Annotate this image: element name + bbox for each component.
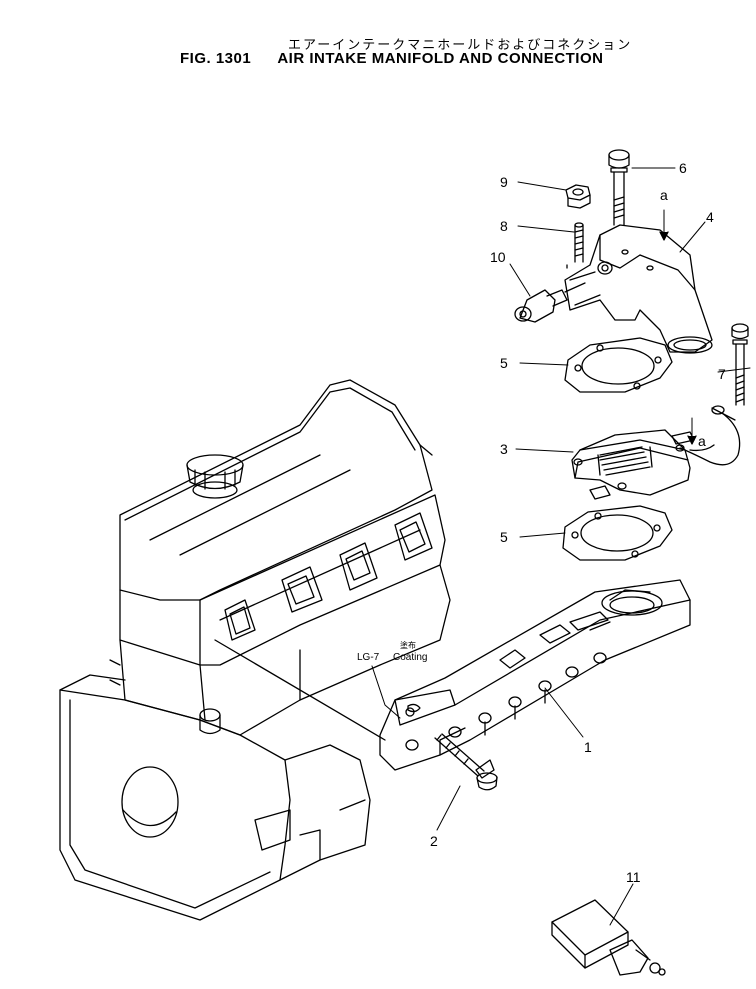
manifold-bolt	[434, 733, 498, 791]
figure-title-japanese: エアーインテークマニホールドおよびコネクション	[288, 38, 633, 53]
figure-number: FIG. 1301	[180, 50, 252, 67]
stud-bolt	[574, 222, 584, 263]
spanner-tool	[551, 899, 666, 976]
intake-manifold	[379, 579, 691, 771]
intake-heater	[571, 429, 715, 500]
callout-7: 7	[718, 366, 726, 382]
callout-5-upper: 5	[500, 355, 508, 371]
leader-10	[509, 263, 531, 297]
callout-8: 8	[500, 218, 508, 234]
callout-2: 2	[430, 833, 438, 849]
callout-1: 1	[584, 739, 592, 755]
figure-title: FIG. 1301 AIR INTAKE MANIFOLD AND CONNEC…	[180, 50, 603, 67]
leader-8	[517, 225, 575, 233]
gasket-upper	[564, 337, 673, 393]
leader-4	[679, 221, 706, 253]
leader-5b	[519, 532, 566, 538]
heater-bolt	[731, 323, 749, 406]
leader-3	[515, 448, 574, 453]
leader-5a	[519, 362, 569, 366]
gasket-lower	[562, 505, 673, 561]
hex-nut	[565, 184, 591, 269]
arrow-a-top-label: a	[660, 187, 668, 203]
callout-10: 10	[490, 249, 506, 265]
connection-bolt	[608, 149, 630, 226]
arrow-a-side-label: a	[698, 433, 706, 449]
leader-9	[517, 181, 567, 191]
callout-9: 9	[500, 174, 508, 190]
terminal-wire	[679, 405, 741, 466]
leader-1	[544, 687, 584, 738]
leader-7	[717, 367, 751, 373]
engine-block-drawing	[59, 379, 451, 921]
coating-label: Coating	[393, 652, 427, 663]
air-sensor	[514, 282, 586, 323]
callout-5-lower: 5	[500, 529, 508, 545]
callout-4: 4	[706, 209, 714, 225]
callout-11: 11	[626, 869, 641, 885]
figure-title-english: AIR INTAKE MANIFOLD AND CONNECTION	[277, 50, 604, 67]
callout-3: 3	[500, 441, 508, 457]
coating-code: LG-7	[357, 652, 380, 663]
leader-lines	[371, 167, 751, 926]
leader-coating	[371, 665, 401, 719]
leader-2	[436, 785, 461, 831]
leader-11	[609, 883, 634, 926]
callout-6: 6	[679, 160, 687, 176]
coating-japanese: 塗布	[400, 640, 416, 650]
air-connection-elbow	[564, 224, 713, 354]
